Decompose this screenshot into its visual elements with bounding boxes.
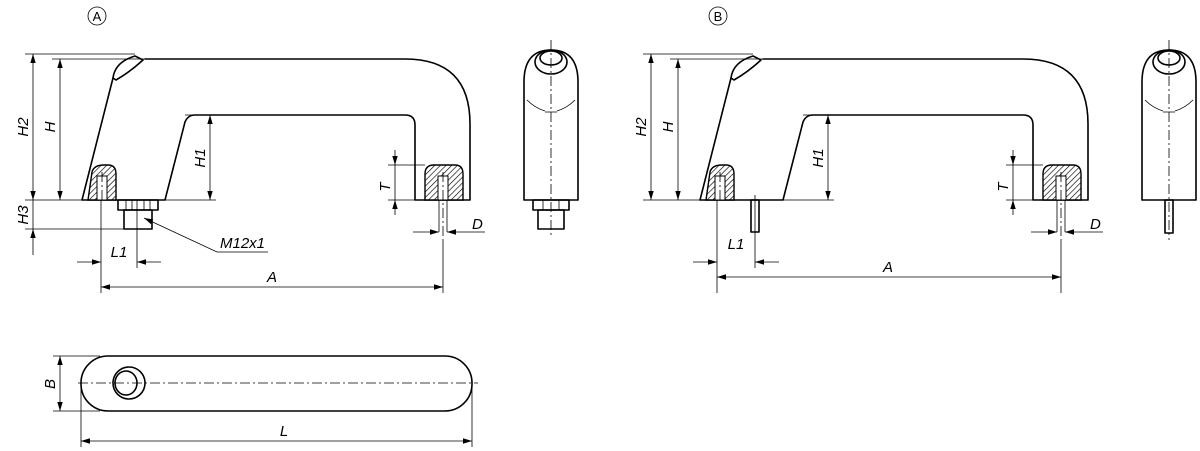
handle-outline (699, 58, 1089, 201)
view-b-marker: B (714, 9, 723, 24)
handle-outline (81, 58, 471, 201)
dim-d-label: D (472, 216, 483, 233)
view-a-marker: A (93, 9, 102, 24)
grip-cap (730, 55, 762, 81)
side-view-a (523, 40, 579, 235)
view-a: A (15, 6, 579, 293)
view-a-marker-circle (87, 6, 107, 26)
dim-l1-label: L1 (111, 244, 128, 261)
view-b-marker-circle (708, 6, 728, 26)
locating-pin (750, 195, 760, 268)
dim-a-label: A (266, 269, 277, 286)
view-b: B H2 H H1 (633, 6, 1197, 293)
dim-d-label: D (1090, 216, 1101, 233)
dim-t-label: T (995, 181, 1012, 192)
dim-h3-label: H3 (15, 205, 32, 225)
top-view: B L (42, 355, 478, 447)
dim-b-label: B (42, 379, 59, 389)
dim-h-label: H (42, 121, 59, 132)
handle-top-outline (80, 355, 473, 412)
dim-l-label: L (280, 423, 288, 440)
dim-a-label: A (882, 259, 893, 276)
dim-t-label: T (377, 181, 394, 192)
dim-h1-label: H1 (810, 148, 827, 167)
dim-h2-label: H2 (15, 117, 32, 137)
dim-l1-label: L1 (728, 236, 745, 253)
thread-leader (143, 217, 268, 253)
thread-label: M12x1 (220, 235, 265, 252)
dim-h-label: H (660, 121, 677, 132)
side-view-b (1141, 40, 1197, 240)
dim-h1-label: H1 (192, 148, 209, 167)
threaded-nut (117, 199, 159, 268)
dim-h2-label: H2 (633, 117, 650, 137)
grip-cap (112, 55, 144, 81)
